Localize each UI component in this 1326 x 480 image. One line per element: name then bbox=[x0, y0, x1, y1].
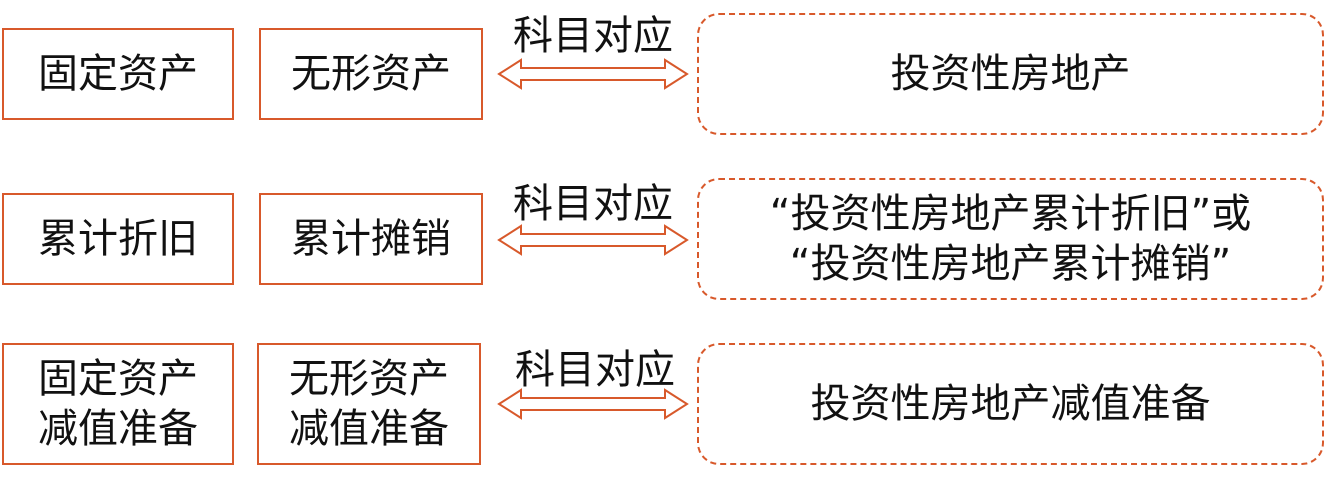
row3-left-text-line1: 固定资产 bbox=[38, 356, 198, 402]
row3-left-box: 固定资产 减值准备 bbox=[2, 343, 234, 465]
row3-middle-box: 无形资产 减值准备 bbox=[257, 343, 481, 465]
row2-left-box: 累计折旧 bbox=[2, 193, 234, 285]
row1-relation-label: 科目对应 bbox=[513, 13, 673, 59]
row2-right-box: “投资性房地产累计折旧”或 “投资性房地产累计摊销” bbox=[697, 178, 1324, 300]
row1-double-arrow bbox=[497, 58, 689, 90]
row3-right-box: 投资性房地产减值准备 bbox=[697, 343, 1324, 465]
row3-middle-text-line2: 减值准备 bbox=[289, 406, 449, 452]
row1-right-text: 投资性房地产 bbox=[890, 51, 1131, 97]
row2-right-text-line1: “投资性房地产累计折旧”或 bbox=[769, 191, 1252, 237]
row3-relation-label: 科目对应 bbox=[515, 347, 675, 393]
row3-left-text-line2: 减值准备 bbox=[38, 406, 198, 452]
row1-right-box: 投资性房地产 bbox=[697, 13, 1324, 135]
row3-double-arrow bbox=[497, 388, 689, 420]
row2-relation-label: 科目对应 bbox=[513, 181, 673, 227]
row1-left-text: 固定资产 bbox=[38, 51, 198, 97]
row2-double-arrow bbox=[497, 224, 689, 256]
row2-middle-box: 累计摊销 bbox=[259, 193, 483, 285]
row3-right-text: 投资性房地产减值准备 bbox=[810, 381, 1211, 427]
row3-middle-text-line1: 无形资产 bbox=[289, 356, 449, 402]
row1-middle-text: 无形资产 bbox=[291, 51, 451, 97]
row2-left-text: 累计折旧 bbox=[38, 216, 198, 262]
row2-middle-text: 累计摊销 bbox=[291, 216, 451, 262]
row2-right-text-line2: “投资性房地产累计摊销” bbox=[789, 241, 1232, 287]
row1-left-box: 固定资产 bbox=[2, 28, 234, 120]
row1-middle-box: 无形资产 bbox=[259, 28, 483, 120]
